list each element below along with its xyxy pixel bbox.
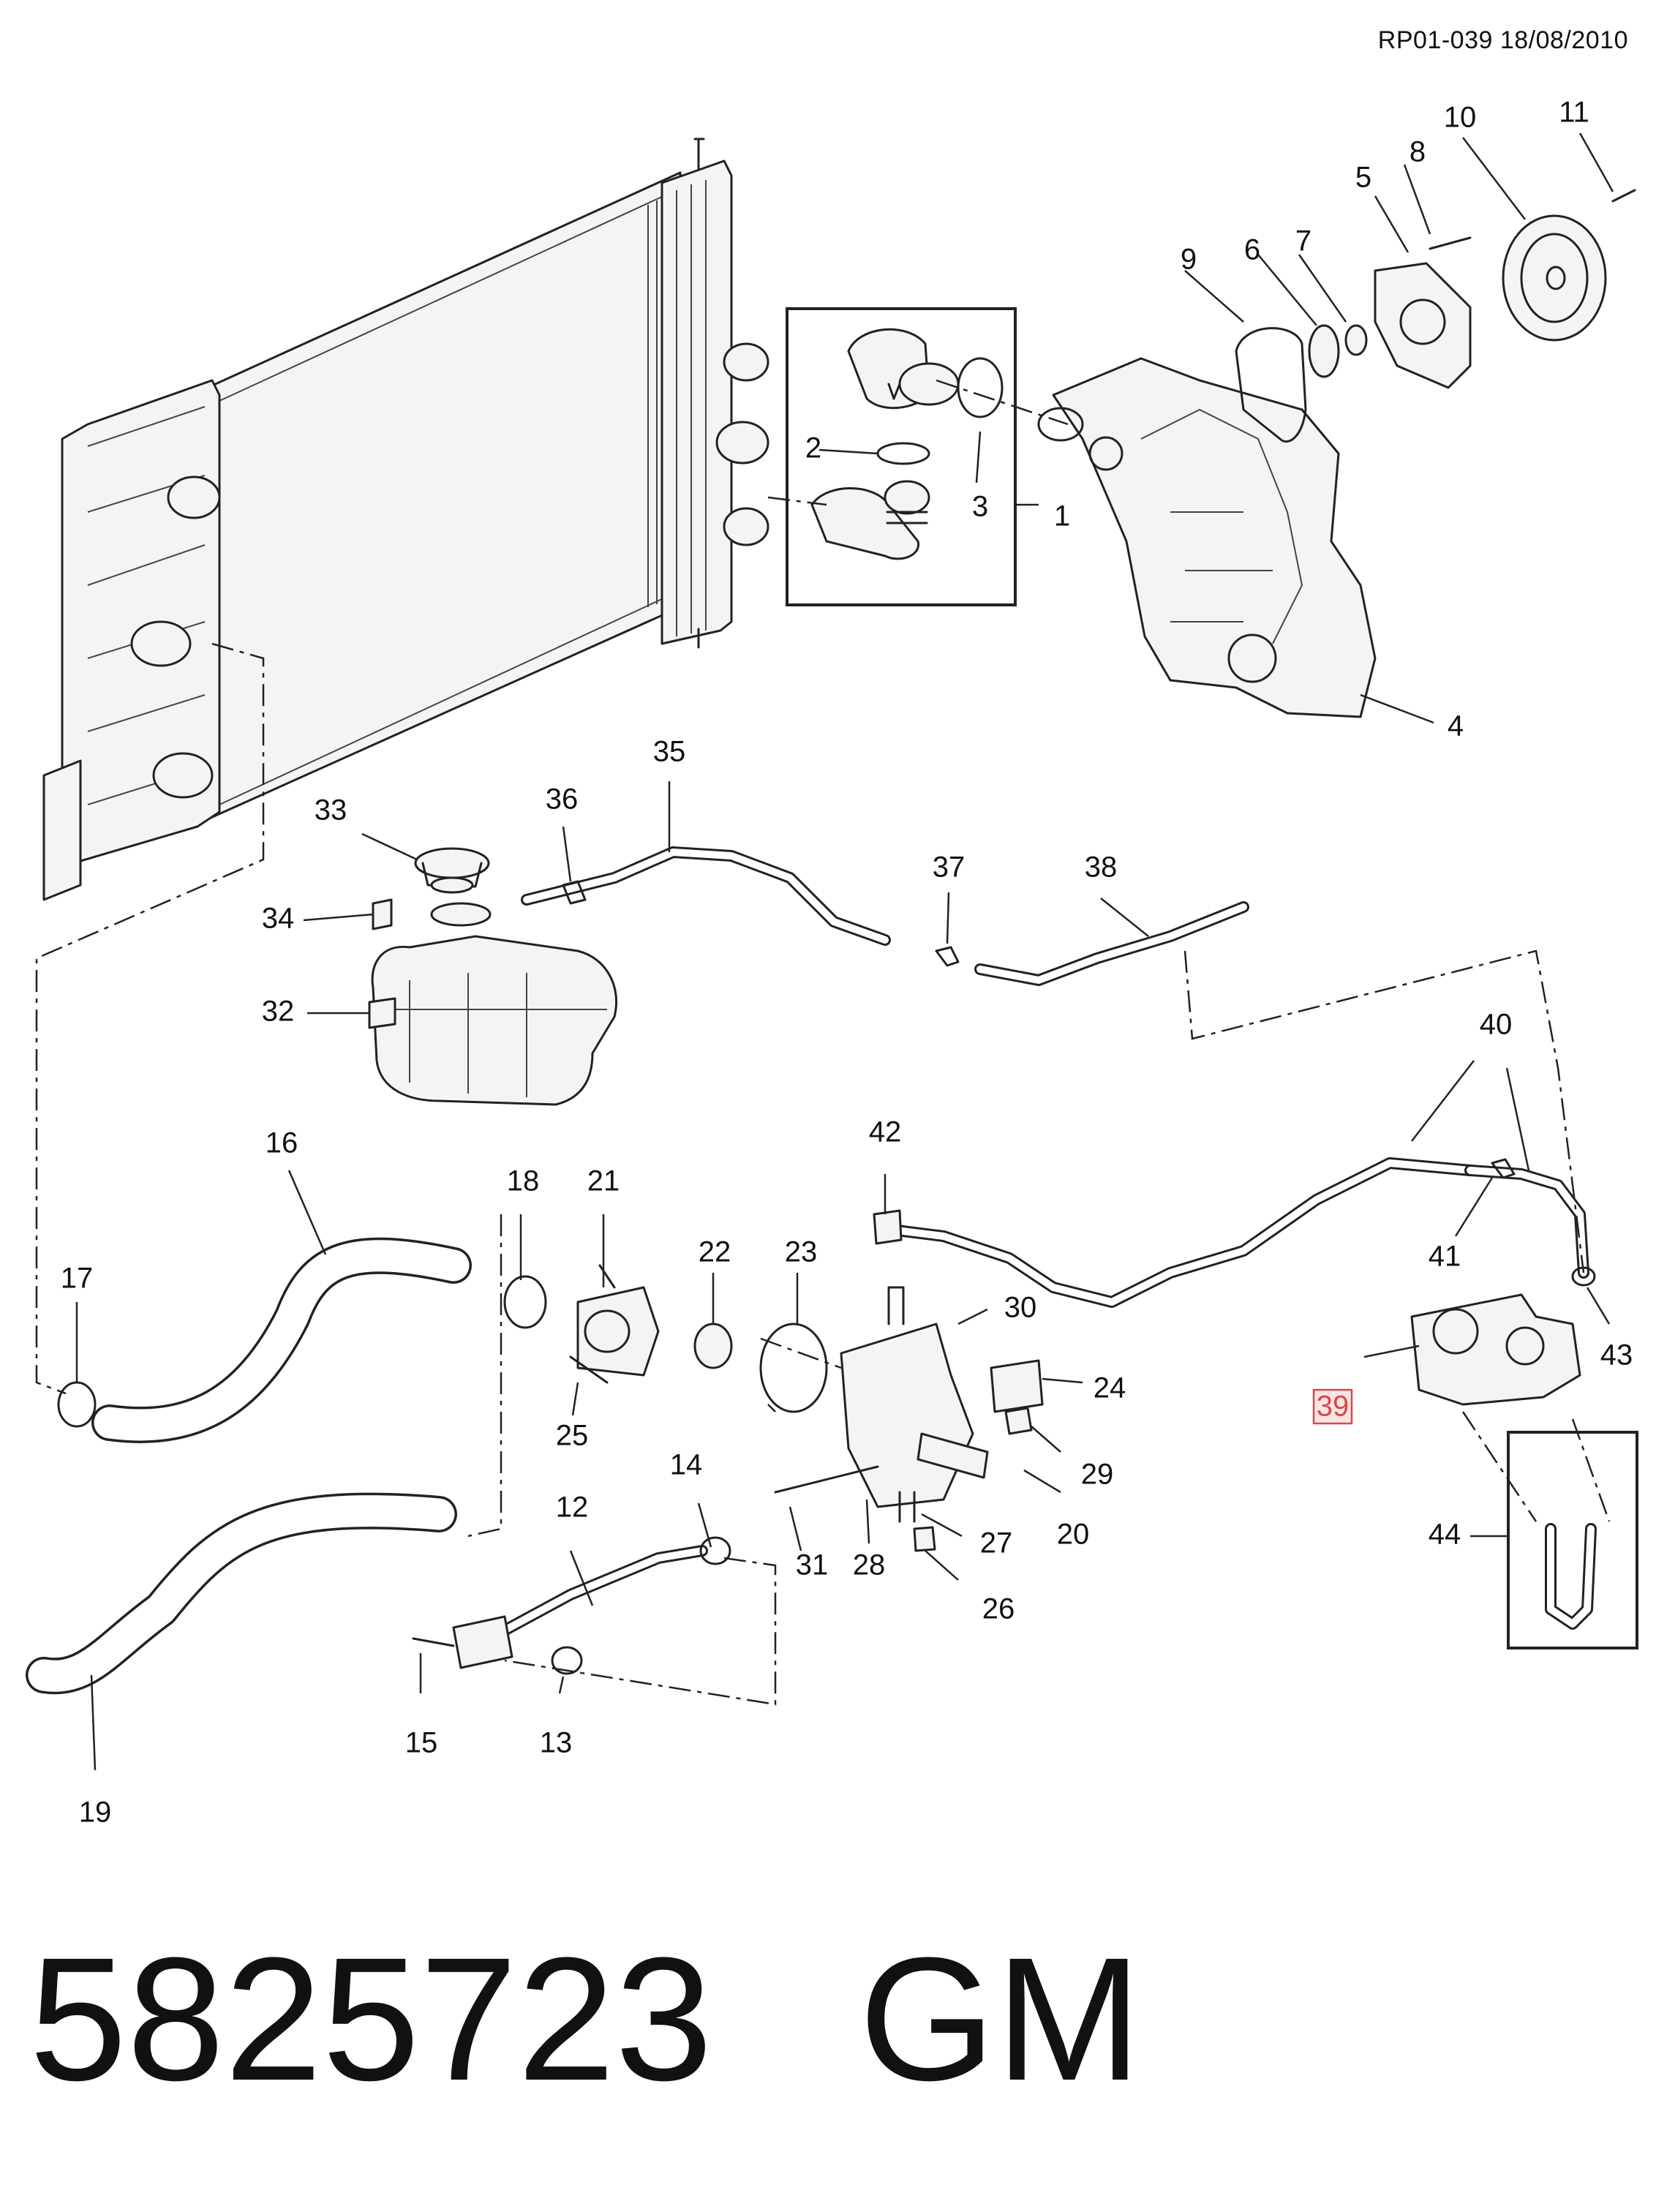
callout-36: 36 (546, 783, 579, 816)
bolt-15 (412, 1637, 455, 1647)
hose-16 (91, 1237, 472, 1443)
callout-42: 42 (869, 1116, 902, 1148)
callout-18: 18 (507, 1165, 540, 1197)
callout-39[interactable]: 39 (1317, 1391, 1350, 1423)
callout-24: 24 (1094, 1372, 1126, 1404)
clip-37 (935, 946, 960, 967)
leader-lines (75, 132, 1614, 1771)
pump-parts (1308, 189, 1636, 389)
bolt-31 (774, 1465, 879, 1494)
callout-21: 21 (587, 1165, 620, 1197)
bleed-hose-35 (521, 846, 891, 946)
callout-31: 31 (796, 1549, 829, 1581)
callout-27: 27 (980, 1527, 1013, 1560)
callout-7: 7 (1295, 225, 1311, 257)
callout-1: 1 (1054, 500, 1070, 533)
clamp-18 (503, 1275, 547, 1329)
thermostat-cover-21 (576, 1264, 660, 1377)
callout-labels: 1 2 3 4 5 6 7 8 9 10 11 12 13 14 15 16 1… (61, 97, 1633, 1829)
clamp-17 (57, 1381, 97, 1428)
seal-14 (699, 1536, 731, 1565)
callout-4: 4 (1448, 710, 1464, 742)
callout-22: 22 (699, 1236, 731, 1268)
callout-19: 19 (79, 1797, 112, 1829)
callout-23: 23 (785, 1236, 818, 1268)
cooling-system-diagram: 1 2 3 4 5 6 7 8 9 10 11 12 13 14 15 16 1… (26, 97, 1638, 1829)
callout-14: 14 (670, 1449, 703, 1481)
reference-stamp: RP01-039 18/08/2010 (1377, 26, 1628, 54)
thermostat-22 (693, 1323, 733, 1369)
routing-lines (35, 379, 1611, 1706)
clip-41 (1491, 1158, 1516, 1179)
pipe-flange-12 (452, 1615, 513, 1669)
callout-32: 32 (262, 996, 295, 1028)
bolt-25 (569, 1355, 609, 1384)
callout-26: 26 (982, 1593, 1015, 1625)
callout-10: 10 (1444, 102, 1477, 134)
hose-44 (1545, 1523, 1597, 1630)
callout-5: 5 (1355, 162, 1371, 194)
hose-19 (26, 1492, 457, 1695)
callout-11: 11 (1559, 97, 1589, 129)
electric-pump-39 (1410, 1293, 1581, 1406)
clip-36 (562, 880, 587, 905)
brand-name: GM (859, 1921, 1142, 2117)
callout-44: 44 (1429, 1519, 1461, 1551)
kit-box-1 (786, 307, 1017, 606)
callout-2: 2 (805, 432, 821, 464)
callout-16: 16 (266, 1127, 298, 1159)
callout-6: 6 (1244, 234, 1260, 266)
callout-38: 38 (1085, 851, 1118, 884)
plug-26 (913, 1526, 936, 1552)
radiator-assembly (42, 138, 769, 901)
gasket-24 (990, 1359, 1044, 1413)
gasket-9 (1235, 327, 1307, 443)
plug-29 (1004, 1407, 1033, 1435)
callout-25: 25 (556, 1420, 589, 1452)
seal-13 (551, 1646, 583, 1675)
elbow-pipe-upper (847, 328, 960, 410)
callout-17: 17 (61, 1263, 94, 1295)
part-number-footer: 5825723 GM (29, 1931, 1142, 2107)
callout-33: 33 (315, 794, 347, 827)
callout-29: 29 (1081, 1459, 1114, 1491)
callout-28: 28 (853, 1549, 886, 1581)
coolant-housing (840, 1286, 989, 1523)
callout-9: 9 (1181, 244, 1197, 276)
callout-3: 3 (972, 491, 988, 523)
callout-37: 37 (933, 851, 966, 884)
callout-43: 43 (1600, 1339, 1633, 1372)
expansion-tank (368, 847, 618, 1106)
callout-35: 35 (653, 736, 686, 768)
bleed-hose-38 (974, 901, 1249, 986)
sensor-cable-42 (879, 1157, 1476, 1308)
sensor-42 (873, 1209, 903, 1245)
callout-40: 40 (1480, 1009, 1513, 1041)
kit-box-44 (1507, 1431, 1638, 1649)
callout-39-highlight (1312, 1388, 1353, 1425)
callout-20: 20 (1057, 1519, 1090, 1551)
callout-8: 8 (1410, 136, 1426, 168)
callout-41: 41 (1429, 1241, 1461, 1273)
seal-ring-2 (876, 442, 930, 465)
seal-23 (759, 1323, 828, 1413)
callout-30: 30 (1004, 1292, 1037, 1324)
callout-15: 15 (405, 1727, 438, 1759)
callout-12: 12 (556, 1491, 589, 1524)
callout-34: 34 (262, 903, 295, 935)
clamp-3 (957, 357, 1004, 418)
elbow-pipe-lower (810, 480, 930, 560)
part-number: 5825723 (29, 1921, 713, 2117)
timing-cover (1037, 357, 1377, 718)
callout-13: 13 (540, 1727, 573, 1759)
clamp-43 (1571, 1266, 1596, 1287)
